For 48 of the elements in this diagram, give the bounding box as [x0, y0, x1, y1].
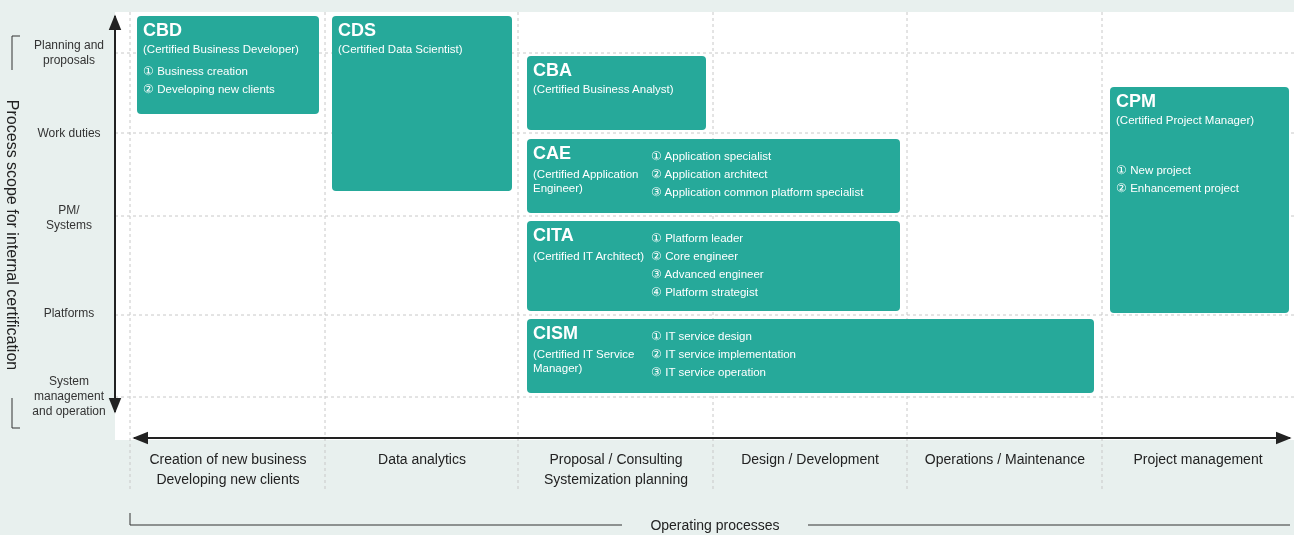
certification-acronym: CDS: [338, 20, 376, 40]
column-label: Creation of new business Developing new clients: [148, 450, 308, 489]
column-label: Project management: [1132, 450, 1264, 469]
certification-box: [1110, 87, 1289, 313]
role-item: ④ Platform strategist: [651, 285, 758, 300]
role-item: ③ Application common platform specialist: [651, 185, 864, 200]
certification-box: [527, 221, 900, 311]
row-label: PM/ Systems: [45, 203, 93, 233]
certification-acronym: CBA: [533, 60, 572, 80]
role-item: ① Platform leader: [651, 231, 744, 246]
row-label: Work duties: [36, 125, 102, 141]
row-label: Platforms: [42, 305, 96, 321]
role-item: ② Application architect: [651, 167, 768, 182]
certification-name: (Certified IT Architect): [533, 249, 645, 263]
certification-name: (Certified Project Manager): [1116, 113, 1255, 127]
certification-acronym: CISM: [533, 323, 578, 343]
axis-title: Process scope for internal certification: [3, 98, 22, 373]
certification-name: (Certified Data Scientist): [338, 42, 463, 56]
certification-box: [527, 139, 900, 213]
certification-box: [137, 16, 319, 114]
role-item: ③ IT service operation: [651, 365, 766, 380]
certification-name: (Certified Business Analyst): [533, 82, 674, 96]
role-item: ① Application specialist: [651, 149, 772, 164]
certification-box: [332, 16, 512, 191]
certification-box: [527, 56, 706, 130]
role-item: ② Developing new clients: [143, 82, 275, 97]
role-item: ① Business creation: [143, 64, 248, 79]
row-label: Planning and proposals: [32, 38, 106, 68]
role-item: ① IT service design: [651, 329, 752, 344]
role-item: ② IT service implementation: [651, 347, 796, 362]
certification-acronym: CAE: [533, 143, 571, 163]
column-label: Design / Development: [740, 450, 880, 469]
column-label: Data analytics: [377, 450, 467, 469]
column-label: Operations / Maintenance: [923, 450, 1087, 469]
certification-acronym: CITA: [533, 225, 574, 245]
role-item: ② Enhancement project: [1116, 181, 1239, 196]
certification-box: [527, 319, 1094, 393]
certification-name: (Certified IT Service Manager): [533, 347, 636, 375]
certification-name: (Certified Application Engineer): [533, 167, 640, 195]
row-label: System management and operation: [31, 373, 107, 419]
role-item: ① New project: [1116, 163, 1191, 178]
column-label: Proposal / Consulting Systemization planning: [543, 450, 689, 489]
certification-acronym: CPM: [1116, 91, 1156, 111]
certification-name: (Certified Business Developer): [143, 42, 299, 56]
axis-title: Operating processes: [649, 516, 781, 535]
role-item: ② Core engineer: [651, 249, 739, 264]
role-item: ③ Advanced engineer: [651, 267, 764, 282]
certification-acronym: CBD: [143, 20, 182, 40]
